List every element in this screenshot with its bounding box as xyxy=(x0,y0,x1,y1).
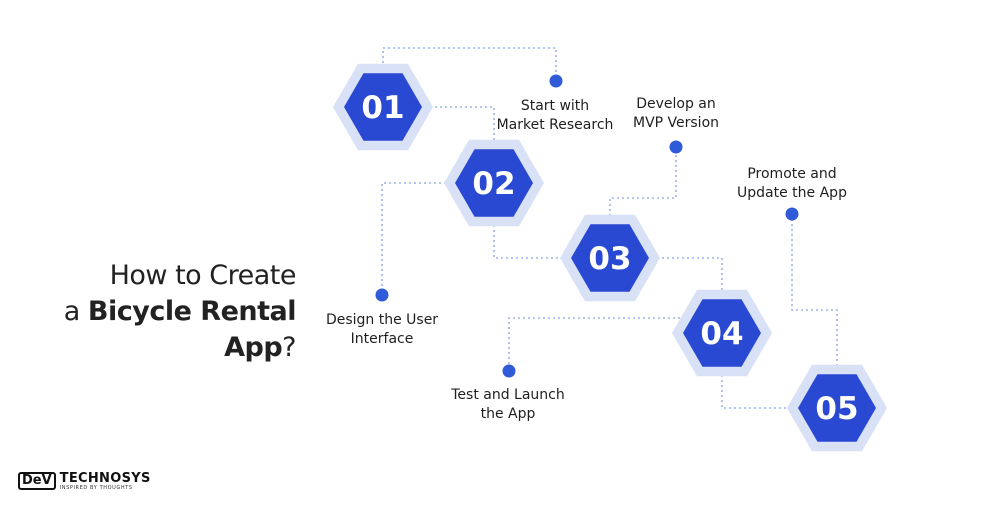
step-number-1: 01 xyxy=(361,90,404,126)
connector-line-4 xyxy=(493,225,568,259)
connector-line-7 xyxy=(508,317,680,371)
step-number-3: 03 xyxy=(588,241,631,277)
title-line-3-bold: App xyxy=(224,332,283,363)
title-line-2-prefix: a xyxy=(63,296,88,327)
step-hexagon-5: 05 xyxy=(787,364,887,452)
step-dot-4 xyxy=(502,364,516,378)
step-label-3-line1: Develop an xyxy=(636,96,716,112)
step-dot-5 xyxy=(785,207,799,221)
step-label-4: Test and Launch the App xyxy=(451,386,565,424)
title-line-2-bold: Bicycle Rental xyxy=(87,296,297,327)
connector-line-8 xyxy=(721,375,794,409)
title-line-3-suffix: ? xyxy=(282,332,296,363)
step-number-2: 02 xyxy=(472,166,515,202)
connector-line-5 xyxy=(609,147,677,216)
step-dot-3 xyxy=(669,140,683,154)
step-number-4: 04 xyxy=(700,316,743,352)
step-label-3-line2: MVP Version xyxy=(632,115,720,131)
logo-tagline: INSPIRED BY THOUGHTS xyxy=(59,484,133,491)
connector-line-3 xyxy=(381,182,451,295)
connector-line-1 xyxy=(382,47,557,81)
title-line-3: App? xyxy=(60,330,296,366)
step-label-5-line2: Update the App xyxy=(737,185,847,201)
logo-wordmark: TECHNOSYS INSPIRED BY THOUGHTS xyxy=(60,472,151,491)
step-label-1: Start with Market Research xyxy=(497,97,614,135)
step-label-5-line1: Promote and xyxy=(747,166,837,182)
title-line-1: How to Create xyxy=(109,260,297,291)
hexagon-fill xyxy=(344,73,422,141)
step-hexagon-3: 03 xyxy=(560,214,660,302)
hexagon-fill xyxy=(683,299,761,367)
step-dot-2 xyxy=(375,288,389,302)
step-hexagon-4: 04 xyxy=(672,289,772,377)
logo-name: TECHNOSYS xyxy=(59,470,151,486)
step-label-4-line1: Test and Launch xyxy=(451,387,565,403)
step-hexagon-2: 02 xyxy=(444,139,544,227)
step-label-4-line2: the App xyxy=(480,406,536,422)
connector-line-6 xyxy=(652,257,723,291)
hexagon-fill xyxy=(571,224,649,292)
logo-badge: DeV xyxy=(18,472,56,490)
step-label-1-line2: Market Research xyxy=(496,117,614,133)
title-line-2: a Bicycle Rental xyxy=(60,294,297,330)
step-label-2: Design the User Interface xyxy=(326,311,438,349)
step-hexagon-1: 01 xyxy=(333,63,433,151)
diagram-title: How to Create a Bicycle Rental App? xyxy=(60,258,297,366)
company-logo: DeV TECHNOSYS INSPIRED BY THOUGHTS xyxy=(18,470,151,492)
step-label-2-line1: Design the User xyxy=(325,312,439,328)
step-label-1-line1: Start with xyxy=(520,98,590,114)
hexagon-fill xyxy=(798,374,876,442)
connector-line-2 xyxy=(425,106,495,142)
step-label-3: Develop an MVP Version xyxy=(633,95,719,133)
connector-line-9 xyxy=(791,214,838,366)
step-dot-1 xyxy=(549,74,563,88)
step-label-5: Promote and Update the App xyxy=(737,165,847,203)
step-number-5: 05 xyxy=(815,391,858,427)
step-label-2-line2: Interface xyxy=(350,331,414,347)
hexagon-fill xyxy=(455,149,533,217)
